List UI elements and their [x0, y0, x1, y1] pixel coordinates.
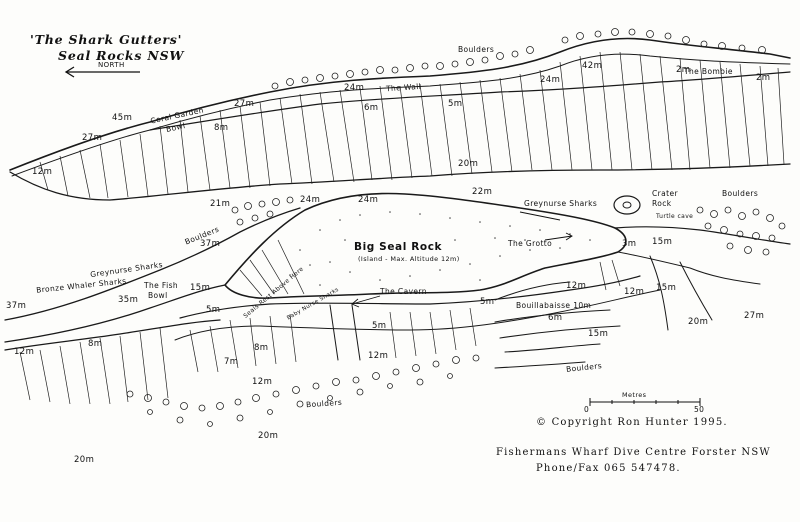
- depth-label: 24m: [344, 83, 365, 93]
- east-spur: [649, 255, 669, 331]
- island-southern-base: [179, 275, 641, 319]
- depth-label: 12m: [624, 287, 645, 297]
- scale-start: 0: [584, 405, 590, 414]
- finger-reef-3: [504, 343, 601, 353]
- finger-reef-1: [494, 309, 611, 323]
- depth-label: 8m: [88, 339, 103, 349]
- depth-label: 35m: [118, 295, 139, 305]
- north-ledge: [149, 71, 791, 131]
- label-the-fish: The Fish: [144, 281, 179, 290]
- label-island-altitude: (Island - Max. Altitude 12m): [358, 255, 460, 263]
- scale-bar: [589, 398, 701, 406]
- depth-label: 37m: [6, 301, 27, 311]
- depth-label: 20m: [258, 431, 279, 441]
- depth-label: 12m: [32, 167, 53, 177]
- depth-label: 2m: [676, 65, 691, 75]
- finger-reef-2: [499, 325, 621, 339]
- east-channel: [614, 226, 791, 245]
- depth-label: 27m: [234, 99, 255, 109]
- depth-label: 5m: [206, 305, 221, 315]
- depth-label: 37m: [200, 239, 221, 249]
- label-greynurse-east: Greynurse Sharks: [524, 199, 598, 208]
- map-title-line1: 'The Shark Gutters': [30, 32, 183, 47]
- north-reef-base: [9, 163, 791, 201]
- east-channel-south: [617, 251, 761, 285]
- label-the-grotto: The Grotto: [508, 239, 553, 248]
- label-fish-bowl: Bowl: [148, 291, 168, 300]
- label-big-seal-rock: Big Seal Rock: [354, 241, 443, 253]
- label-the-cavern: The Cavern: [380, 287, 427, 296]
- finger-reef-4: [494, 361, 586, 369]
- publisher-name: Fishermans Wharf Dive Centre Forster NSW: [496, 447, 771, 458]
- depth-label: 8m: [214, 123, 229, 133]
- west-gutter-north: [4, 207, 301, 321]
- west-gutter-south: [4, 284, 226, 343]
- depth-label: 12m: [252, 377, 273, 387]
- depth-label: 15m: [588, 329, 609, 339]
- depth-label: 20m: [458, 159, 479, 169]
- label-bouillabaisse: Bouillabaisse 10m: [516, 301, 592, 310]
- big-seal-rock-outline: [224, 192, 627, 299]
- depth-label: 24m: [300, 195, 321, 205]
- label-crater-rock: Rock: [652, 199, 672, 208]
- south-reef-crest: [4, 319, 221, 351]
- north-arrow-icon: [64, 66, 140, 78]
- depth-label: 12m: [14, 347, 35, 357]
- depth-label: 20m: [688, 317, 709, 327]
- north-reef-crest: [9, 37, 791, 171]
- depth-label: 5m: [480, 297, 495, 307]
- depth-label: 15m: [652, 237, 673, 247]
- south-gully: [329, 304, 361, 361]
- copyright-notice: © Copyright Ron Hunter 1995.: [536, 417, 728, 428]
- finger-reef-5: [494, 281, 571, 301]
- scale-label: Metres: [622, 391, 647, 399]
- depth-label: 27m: [82, 133, 103, 143]
- depth-label: 5m: [372, 321, 387, 331]
- depth-label: 45m: [112, 113, 133, 123]
- depth-label: 6m: [548, 313, 563, 323]
- depth-label: 15m: [656, 283, 677, 293]
- depth-label: 22m: [472, 187, 493, 197]
- label-turtle-cave: Turtle cave: [656, 213, 694, 220]
- publisher-phone: Phone/Fax 065 547478.: [536, 463, 681, 474]
- depth-label: 24m: [358, 195, 379, 205]
- depth-label: 8m: [254, 343, 269, 353]
- depth-label: 7m: [224, 357, 239, 367]
- depth-label: 12m: [368, 351, 389, 361]
- label-crater: Crater: [652, 189, 678, 198]
- label-the-bombie: The Bombie: [684, 67, 733, 76]
- depth-label: 3m: [622, 239, 637, 249]
- depth-label: 6m: [364, 103, 379, 113]
- label-boulders-ne: Boulders: [722, 189, 759, 198]
- island-southern-reef: [174, 289, 661, 341]
- depth-label: 15m: [190, 283, 211, 293]
- east-spur-2: [679, 261, 713, 321]
- scale-end: 50: [694, 405, 705, 414]
- north-label: NORTH: [98, 61, 125, 69]
- depth-label: 12m: [566, 281, 587, 291]
- crater-rock: [613, 195, 641, 215]
- depth-label: 20m: [74, 455, 95, 465]
- depth-label: 5m: [448, 99, 463, 109]
- depth-label: 42m: [582, 61, 603, 71]
- depth-label: 24m: [540, 75, 561, 85]
- depth-label: 21m: [210, 199, 231, 209]
- depth-label: 2m: [756, 73, 771, 83]
- map-title-line2: Seal Rocks NSW: [58, 48, 185, 63]
- label-boulders-north: Boulders: [458, 45, 495, 54]
- depth-label: 27m: [744, 311, 765, 321]
